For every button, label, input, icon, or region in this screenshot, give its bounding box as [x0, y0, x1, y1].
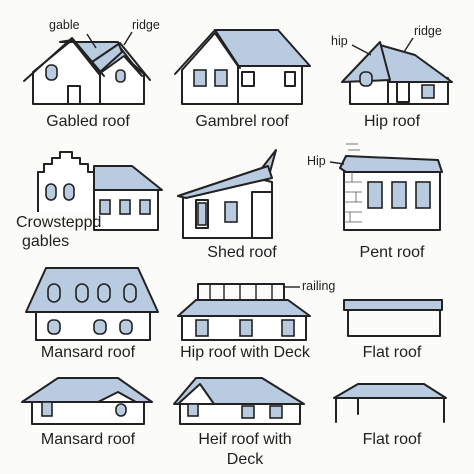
hip-deck-house: [177, 283, 311, 341]
gable-pointer: [86, 33, 97, 49]
gambrel-house: [174, 29, 311, 105]
heif-deck-house: [173, 377, 305, 425]
ridge-pointer: [123, 31, 133, 46]
caption-flat-roof: Flat roof: [362, 344, 422, 361]
brick-pattern: [344, 143, 362, 223]
caption-hip-roof-with-deck: Hip roof with Deck: [180, 344, 310, 361]
caption-gabled-roof: Gabled roof: [46, 113, 130, 130]
gable-annotation: gable: [49, 18, 80, 32]
caption-crowstepped-line2: gables: [22, 233, 70, 250]
pent-house: [329, 143, 443, 231]
hip-house: [341, 37, 453, 105]
caption-crowstepped-line1: Crowsteppd: [16, 214, 102, 231]
caption-pent-roof: Pent roof: [359, 244, 425, 261]
ridge-annotation: ridge: [132, 18, 160, 32]
hip-annotation: hip: [331, 34, 348, 48]
caption-heif-roof-line1: Heif roof with: [198, 431, 292, 448]
railing-annotation: railing: [302, 279, 336, 293]
caption-gambrel-roof: Gambrel roof: [195, 113, 289, 130]
caption-mansard-roof: Mansard roof: [40, 344, 136, 361]
mansard-house-2: [21, 377, 153, 425]
deck-railing: [197, 283, 285, 301]
caption-heif-roof-line2: Deck: [226, 451, 264, 468]
shed-house: [177, 149, 277, 239]
caption-shed-roof: Shed roof: [207, 244, 277, 261]
caption-hip-roof: Hip roof: [363, 113, 421, 130]
ridge-annotation-2: ridge: [414, 24, 442, 38]
caption-flat-roof-2: Flat roof: [362, 431, 422, 448]
hip-annotation-2: Hip: [307, 154, 326, 168]
crowstepped-house: [37, 151, 163, 231]
gabled-house: [23, 31, 151, 105]
flat-house-2: [333, 383, 447, 423]
caption-mansard-roof-2: Mansard roof: [40, 431, 136, 448]
mansard-house: [25, 267, 159, 341]
flat-house: [343, 299, 443, 337]
